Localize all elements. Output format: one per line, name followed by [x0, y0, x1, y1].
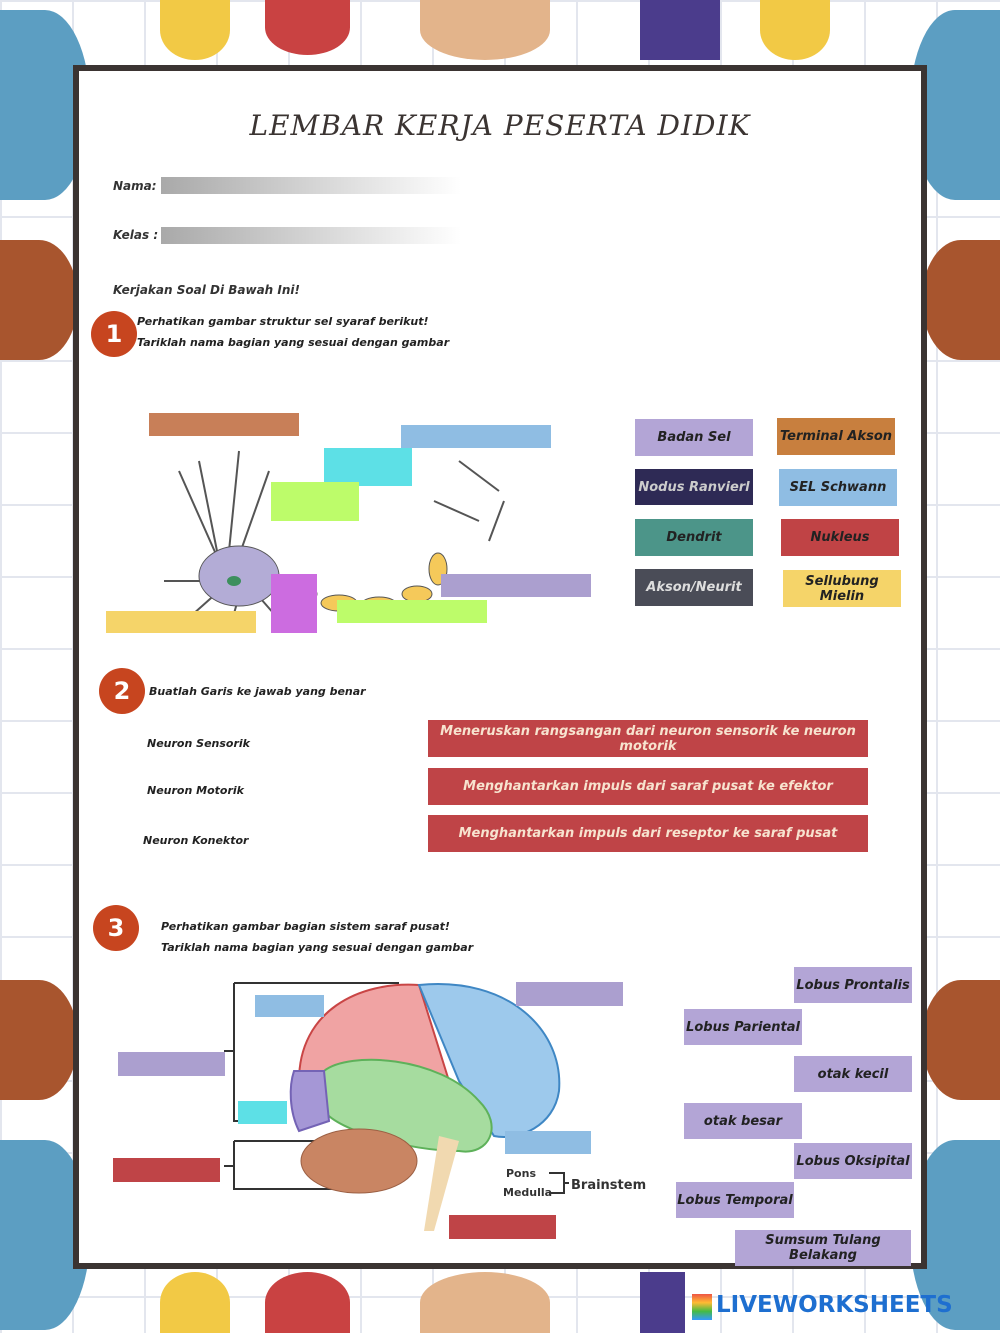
cell-body: [198, 545, 280, 607]
calculator-decoration: [640, 0, 720, 60]
answer-nukleus[interactable]: Nukleus: [781, 519, 899, 556]
q1-line2: Tariklah nama bagian yang sesuai dengan …: [137, 336, 450, 349]
answer-badan-sel[interactable]: Badan Sel: [635, 419, 753, 456]
worksheet: LEMBAR KERJA PESERTA DIDIK Nama: Kelas :…: [73, 65, 927, 1269]
q1-line1: Perhatikan gambar struktur sel syaraf be…: [137, 315, 429, 328]
answer-otak-kecil[interactable]: otak kecil: [794, 1056, 912, 1092]
drop-target-neuron[interactable]: [149, 413, 299, 436]
answer-otak-besar[interactable]: otak besar: [684, 1103, 802, 1139]
answer-lobus-oksipital[interactable]: Lobus Oksipital: [794, 1143, 912, 1179]
question-number-3: 3: [93, 905, 139, 951]
apple-decoration: [265, 0, 350, 55]
q3-line2: Tariklah nama bagian yang sesuai dengan …: [161, 941, 474, 954]
frontal-lobe: [297, 983, 451, 1082]
brainstem-label: Brainstem: [571, 1178, 646, 1193]
kelas-field[interactable]: [161, 227, 461, 244]
answer-terminal-akson[interactable]: Terminal Akson: [777, 418, 895, 455]
answer-nodus-ranvier[interactable]: Nodus Ranvierl: [635, 469, 753, 505]
nucleus: [227, 576, 241, 586]
football-decoration: [0, 980, 78, 1100]
answer-sumsum-tulang-belakang[interactable]: Sumsum Tulang Belakang: [735, 1230, 911, 1266]
drop-target-brain[interactable]: [118, 1052, 225, 1076]
drop-target-brain[interactable]: [113, 1158, 220, 1182]
drop-target-brain[interactable]: [238, 1101, 287, 1124]
bulb-decoration: [160, 0, 230, 60]
answer-lobus-prontalis[interactable]: Lobus Prontalis: [794, 967, 912, 1003]
question-number-1: 1: [91, 311, 137, 357]
q3-line1: Perhatikan gambar bagian sistem saraf pu…: [161, 920, 450, 933]
liveworksheets-logo-icon: [692, 1294, 712, 1320]
question-number-2: 2: [99, 668, 145, 714]
spinal-cord: [424, 1136, 459, 1231]
drop-target-neuron[interactable]: [106, 611, 256, 633]
answer-lobus-temporal[interactable]: Lobus Temporal: [676, 1182, 794, 1218]
palette-decoration: [420, 1272, 550, 1333]
match-right-item[interactable]: Menghantarkan impuls dari reseptor ke sa…: [428, 815, 868, 852]
drop-target-brain[interactable]: [255, 995, 324, 1017]
drop-target-neuron[interactable]: [324, 448, 412, 486]
bulb-decoration: [760, 0, 830, 60]
match-right-item[interactable]: Menghantarkan impuls dari saraf pusat ke…: [428, 768, 868, 805]
answer-akson-neurit[interactable]: Akson/Neurit: [635, 569, 753, 606]
drop-target-brain[interactable]: [505, 1131, 591, 1154]
liveworksheets-brand: LIVEWORKSHEETS: [716, 1292, 953, 1318]
nama-field[interactable]: [161, 177, 461, 194]
drop-target-neuron[interactable]: [337, 600, 487, 623]
nama-label: Nama:: [113, 179, 157, 193]
football-decoration: [0, 240, 78, 360]
drop-target-brain[interactable]: [449, 1215, 556, 1239]
palette-decoration: [420, 0, 550, 60]
brain-diagram: Pons Medulla Brainstem: [224, 982, 646, 1231]
drop-target-neuron[interactable]: [401, 425, 551, 448]
drop-target-brain[interactable]: [516, 982, 623, 1006]
drop-target-neuron[interactable]: [271, 574, 317, 633]
page-title: LEMBAR KERJA PESERTA DIDIK: [249, 109, 751, 142]
bulb-decoration: [160, 1272, 230, 1333]
answer-sel-schwann[interactable]: SEL Schwann: [779, 469, 897, 506]
football-decoration: [922, 240, 1000, 360]
q2-text: Buatlah Garis ke jawab yang benar: [149, 685, 366, 698]
instruction: Kerjakan Soal Di Bawah Ini!: [113, 283, 300, 297]
match-right-item[interactable]: Meneruskan rangsangan dari neuron sensor…: [428, 720, 868, 757]
answer-dendrit[interactable]: Dendrit: [635, 519, 753, 556]
match-left-item[interactable]: Neuron Sensorik: [147, 737, 250, 750]
medulla-label: Medulla: [503, 1186, 552, 1199]
drop-target-neuron[interactable]: [441, 574, 591, 597]
drop-target-neuron[interactable]: [271, 482, 359, 521]
match-left-item[interactable]: Neuron Motorik: [147, 784, 244, 797]
occipital-lobe: [289, 1070, 331, 1133]
apple-decoration: [265, 1272, 350, 1333]
kelas-label: Kelas :: [113, 228, 159, 242]
calculator-decoration: [640, 1272, 685, 1333]
answer-sellubung-mielin[interactable]: Sellubung Mielin: [783, 570, 901, 607]
match-left-item[interactable]: Neuron Konektor: [143, 834, 249, 847]
football-decoration: [922, 980, 1000, 1100]
cerebellum: [300, 1128, 418, 1194]
answer-lobus-pariental[interactable]: Lobus Pariental: [684, 1009, 802, 1045]
pons-label: Pons: [506, 1167, 536, 1180]
